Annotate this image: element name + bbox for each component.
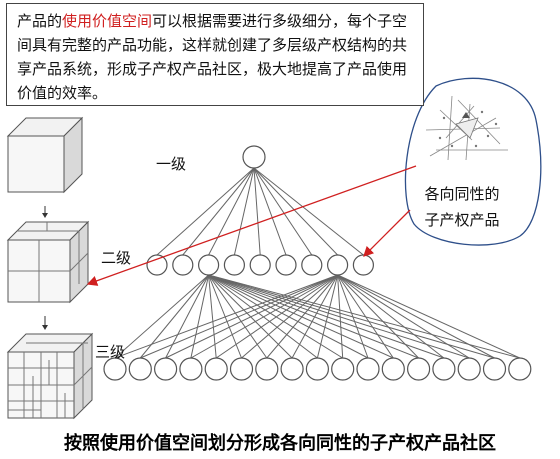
edge-l2-2-to-l3-10 bbox=[208, 274, 369, 359]
tree-node-l2-4 bbox=[249, 254, 271, 276]
tree-node-l2-8 bbox=[352, 254, 374, 276]
level-1-label: 一级 bbox=[156, 155, 187, 173]
inset-dot-2 bbox=[486, 134, 490, 138]
tree-node-l3-16 bbox=[508, 357, 532, 381]
cube-arrow-2-3-head bbox=[42, 325, 48, 330]
tree-node-l3-10 bbox=[356, 357, 380, 381]
edge-root-to-l2-3 bbox=[233, 167, 255, 256]
tree-node-l3-13 bbox=[432, 357, 456, 381]
tree-node-l2-0 bbox=[146, 254, 168, 276]
edge-l2-7-to-l3-7 bbox=[291, 274, 339, 359]
isotropic-inset-diagram bbox=[404, 77, 542, 246]
callout-label: 各向同性的 子产权产品 bbox=[412, 181, 512, 233]
edge-l2-7-to-l3-13 bbox=[337, 274, 445, 359]
callout-line-2: 子产权产品 bbox=[424, 211, 500, 229]
edge-l2-2-to-l3-2 bbox=[165, 274, 210, 359]
tree-node-l3-11 bbox=[381, 357, 405, 381]
edge-l2-7-to-l3-5 bbox=[241, 274, 338, 359]
tree-node-l2-2 bbox=[198, 254, 220, 276]
edge-root-to-l2-1 bbox=[182, 167, 255, 256]
inset-dot-6 bbox=[438, 136, 442, 140]
edge-l2-2-to-l3-1 bbox=[139, 274, 209, 359]
edge-l2-7-to-l3-16 bbox=[337, 274, 521, 359]
tree-node-root bbox=[242, 145, 266, 169]
inset-dot-0 bbox=[442, 116, 446, 120]
edge-root-to-l2-4 bbox=[253, 167, 261, 256]
edge-l2-7-to-l3-9 bbox=[337, 274, 344, 359]
edge-root-to-l2-7 bbox=[253, 167, 338, 256]
tree-node-l3-1 bbox=[128, 357, 152, 381]
edge-l2-7-to-l3-14 bbox=[337, 274, 470, 359]
level-2-label: 二级 bbox=[101, 249, 132, 267]
inset-dot-1 bbox=[480, 110, 484, 114]
edge-l2-7-to-l3-4 bbox=[215, 274, 338, 359]
tree-node-l3-2 bbox=[154, 357, 178, 381]
cubes-group bbox=[6, 116, 94, 420]
intro-rest: 可以根据需要进行多级细分，每个子空间具有完整的产品功能，这样就创建了多层级产权结… bbox=[17, 12, 408, 102]
edge-l2-2-to-l3-14 bbox=[208, 274, 470, 359]
inset-dot-5 bbox=[494, 122, 498, 126]
figure-caption: 按照使用价值空间划分形成各向同性的子产权产品社区 bbox=[64, 433, 496, 454]
cube-arrow-2-3 bbox=[42, 316, 48, 330]
tree-edges bbox=[114, 167, 521, 359]
edge-l2-7-to-l3-0 bbox=[114, 274, 338, 359]
cube-level-1-front bbox=[7, 135, 65, 193]
tree-node-l3-8 bbox=[305, 357, 329, 381]
edge-l2-7-to-l3-1 bbox=[140, 274, 338, 359]
tree-node-l3-14 bbox=[457, 357, 481, 381]
tree-node-l3-6 bbox=[255, 357, 279, 381]
edge-l2-7-to-l3-3 bbox=[190, 274, 338, 359]
tree-node-l3-4 bbox=[204, 357, 228, 381]
tree-node-l3-5 bbox=[229, 357, 254, 381]
tree-node-l2-6 bbox=[301, 254, 323, 276]
tree-nodes bbox=[103, 145, 532, 381]
edge-l2-7-to-l3-8 bbox=[316, 274, 339, 359]
edge-l2-7-to-l3-12 bbox=[337, 274, 419, 359]
tree-node-l2-3 bbox=[223, 254, 245, 276]
cube-level-2 bbox=[6, 220, 90, 304]
edge-l2-7-to-l3-11 bbox=[337, 274, 394, 359]
tree-node-l2-1 bbox=[172, 254, 194, 276]
intro-prefix: 产品的 bbox=[17, 12, 63, 30]
edge-root-to-l2-5 bbox=[253, 167, 287, 256]
callout-line-1: 各向同性的 bbox=[424, 185, 500, 203]
edge-l2-7-to-l3-6 bbox=[266, 274, 338, 359]
tree-node-l3-7 bbox=[280, 357, 304, 381]
edge-l2-2-to-l3-0 bbox=[114, 274, 209, 359]
cube-arrow-1-2-head bbox=[42, 213, 48, 218]
edge-root-to-l2-0 bbox=[156, 167, 255, 256]
level-3-label: 三级 bbox=[95, 343, 126, 361]
cube-arrow-1-2 bbox=[42, 206, 48, 218]
inset-line-0 bbox=[447, 95, 453, 161]
tree-node-l3-9 bbox=[331, 357, 355, 381]
edge-l2-2-to-l3-3 bbox=[190, 274, 210, 359]
edge-l2-7-to-l3-15 bbox=[337, 274, 495, 359]
edge-l2-7-to-l3-2 bbox=[165, 274, 338, 359]
callout-bubble bbox=[404, 77, 542, 246]
inset-dot-4 bbox=[474, 144, 478, 148]
arrow-to-level2-node bbox=[363, 209, 411, 257]
tree-node-l3-12 bbox=[407, 357, 431, 381]
arrow-to-level2-cube bbox=[86, 165, 417, 286]
tree-node-l2-5 bbox=[275, 254, 297, 276]
inset-vertex-mark bbox=[462, 112, 470, 118]
edge-root-to-l2-2 bbox=[208, 167, 255, 256]
edge-l2-2-to-l3-13 bbox=[208, 274, 445, 359]
edge-l2-7-to-l3-10 bbox=[337, 274, 369, 359]
tree-node-l3-0 bbox=[103, 357, 127, 381]
intro-highlight: 使用价值空间 bbox=[62, 12, 153, 30]
tree-node-l3-3 bbox=[179, 357, 203, 381]
edge-root-to-l2-6 bbox=[253, 167, 313, 256]
inset-line-4 bbox=[457, 99, 501, 145]
edge-root-to-l2-8 bbox=[253, 167, 364, 256]
intro-text-box: 产品的使用价值空间可以根据需要进行多级细分，每个子空间具有完整的产品功能，这样就… bbox=[6, 3, 424, 106]
inset-dot-3 bbox=[450, 144, 454, 148]
tree-node-l3-15 bbox=[482, 357, 507, 381]
inset-triangle bbox=[455, 117, 479, 139]
red-arrows bbox=[86, 165, 417, 286]
tree-node-l2-7 bbox=[327, 254, 349, 276]
cube-level-3 bbox=[6, 332, 94, 420]
cube-level-1 bbox=[6, 116, 84, 194]
